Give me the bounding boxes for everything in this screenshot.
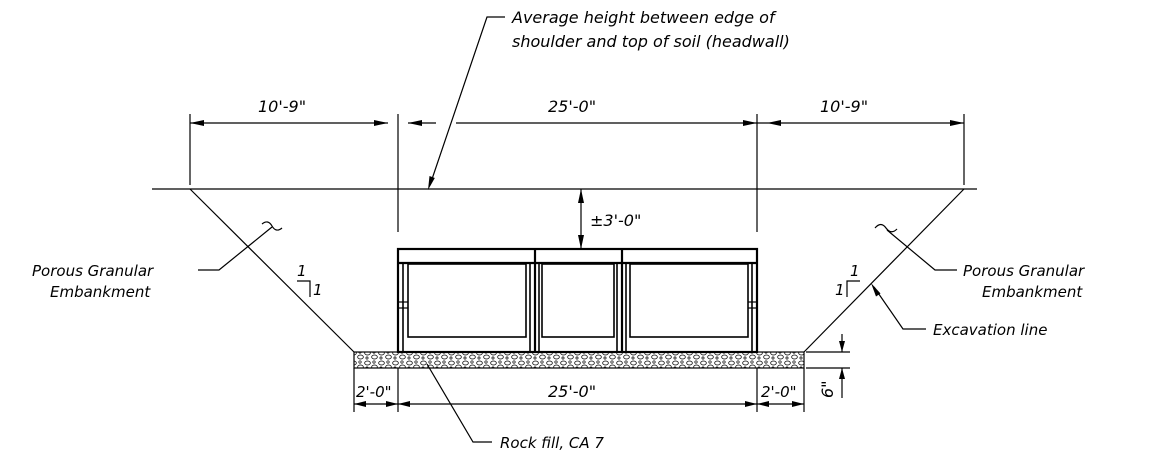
dim-top-right: 10'-9": [820, 97, 868, 116]
dim-cover: ±3'-0": [590, 211, 641, 230]
bottom-dimension-chain: 2'-0" 25'-0" 2'-0": [353, 368, 805, 412]
slope-left-rise: 1: [297, 262, 307, 280]
top-dimension-chain: 10'-9" 25'-0" 10'-9": [189, 97, 965, 232]
right-slope-line: [803, 188, 965, 353]
dim-bedding-depth: 6": [818, 380, 837, 398]
slope-indicator-left: 1 1: [297, 262, 323, 299]
note-rock-fill-text: Rock fill, CA 7: [500, 434, 604, 452]
culvert-cell-right: [629, 263, 749, 338]
dim-bottom-left: 2'-0": [356, 383, 392, 401]
dim-bottom-center: 25'-0": [548, 382, 596, 401]
slope-right-rise: 1: [850, 262, 860, 280]
culvert-cell-center: [541, 263, 615, 338]
excavation-profile: [152, 188, 977, 353]
dim-top-left: 10'-9": [258, 97, 306, 116]
note-rock-fill: Rock fill, CA 7: [426, 363, 604, 452]
slope-right-run: 1: [835, 281, 845, 299]
note-porous-right: Porous Granular Embankment: [874, 223, 1085, 301]
note-headwall-line2: shoulder and top of soil (headwall): [512, 32, 790, 51]
box-culvert: [396, 247, 759, 354]
dim-bottom-right: 2'-0": [761, 383, 797, 401]
soil-symbol-left: [261, 221, 283, 231]
dim-top-center: 25'-0": [548, 97, 596, 116]
cover-dimension: ±3'-0": [578, 189, 641, 249]
bedding-depth-dimension: 6": [806, 334, 850, 398]
note-porous-left-line1: Porous Granular: [32, 262, 154, 280]
note-headwall-line1: Average height between edge of: [511, 8, 777, 27]
slope-left-run: 1: [313, 281, 323, 299]
soil-symbol-right: [874, 223, 898, 233]
left-slope-line: [189, 188, 355, 353]
rock-fill-bedding: [353, 351, 805, 369]
note-porous-left-line2: Embankment: [50, 283, 151, 301]
note-porous-right-line1: Porous Granular: [963, 262, 1085, 280]
note-porous-left: Porous Granular Embankment: [32, 221, 283, 301]
slope-indicator-right: 1 1: [835, 262, 860, 299]
note-headwall: Average height between edge of shoulder …: [428, 8, 790, 190]
note-excavation: Excavation line: [871, 283, 1047, 339]
culvert-cell-left: [407, 263, 527, 338]
note-porous-right-line2: Embankment: [982, 283, 1083, 301]
note-excavation-text: Excavation line: [933, 321, 1047, 339]
